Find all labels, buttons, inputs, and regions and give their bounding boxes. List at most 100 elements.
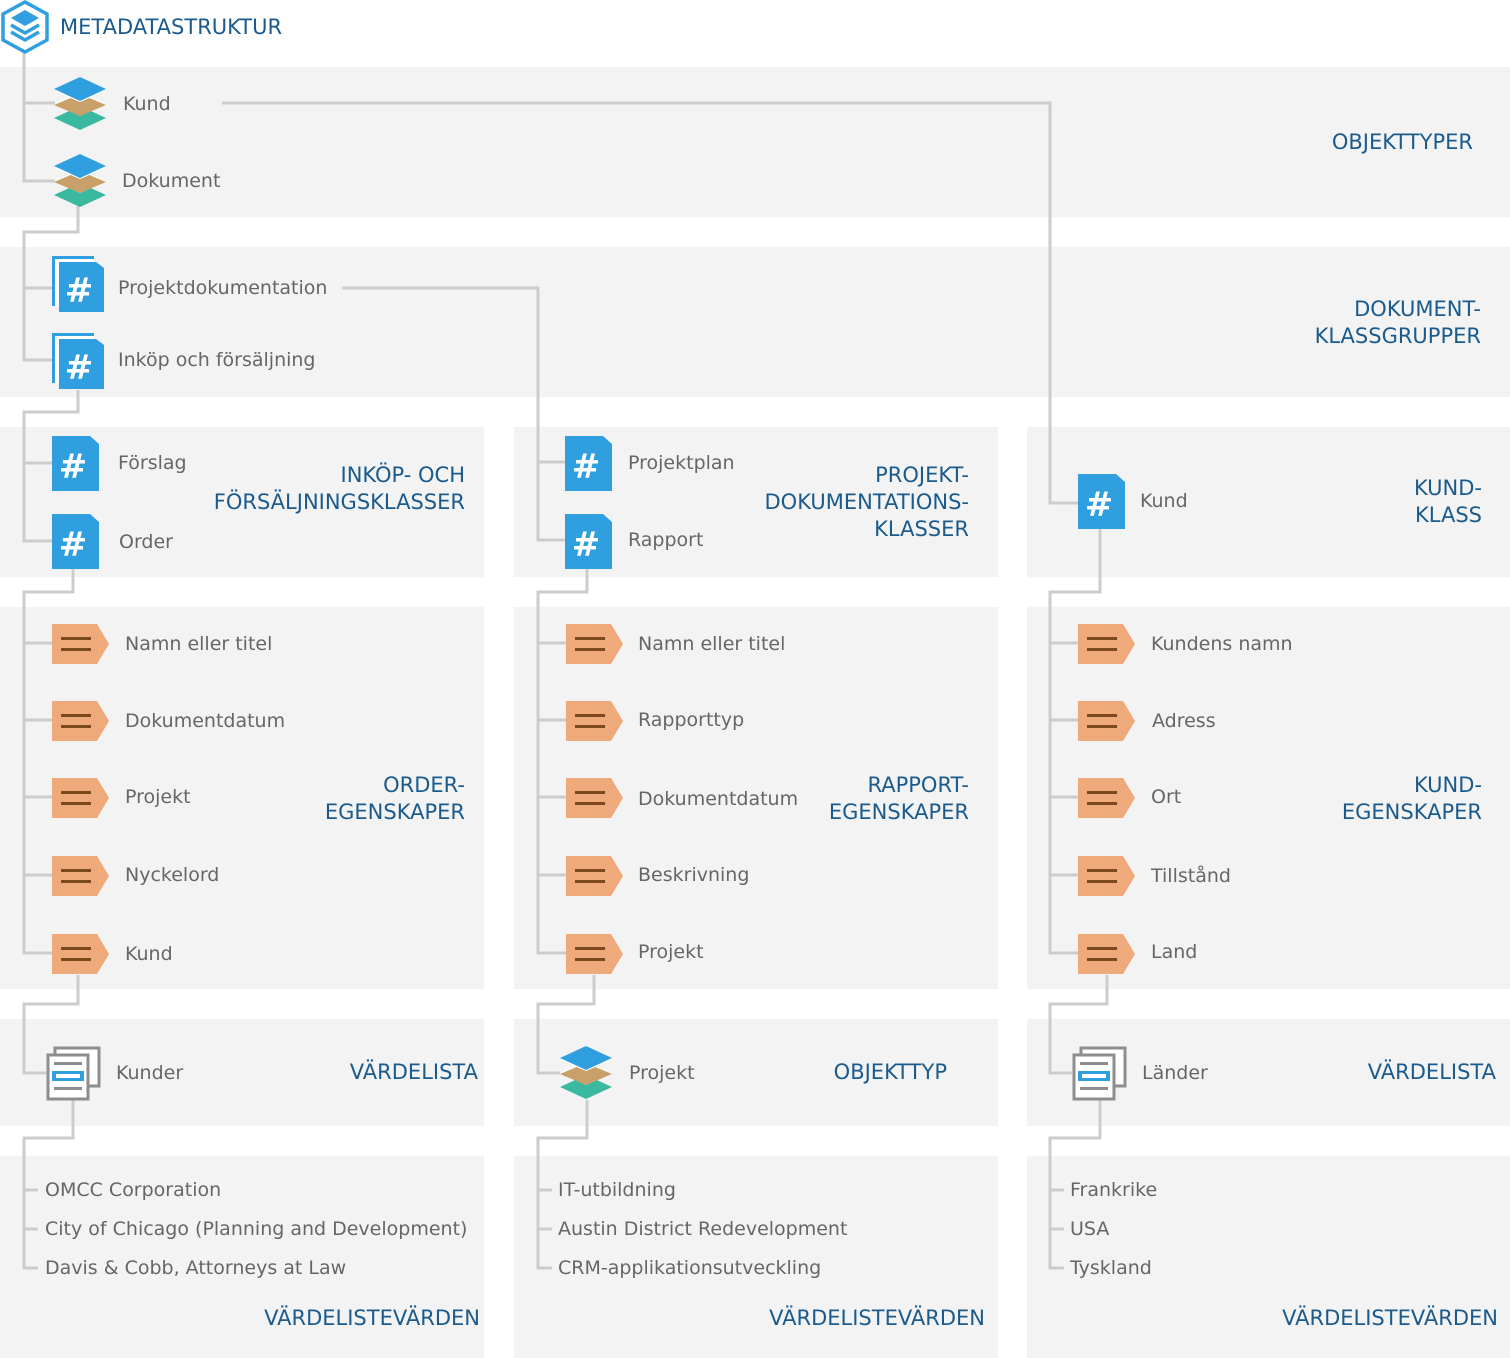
property-tag-icon	[52, 778, 109, 818]
doc-class-groups-heading: DOKUMENT- KLASSGRUPPER	[1315, 296, 1481, 350]
value-item[interactable]: Davis & Cobb, Attorneys at Law	[45, 1257, 347, 1279]
property-tag-icon	[1078, 778, 1135, 818]
heading-line: KLASSER	[874, 517, 969, 541]
svg-text:#: #	[59, 525, 88, 565]
layers-stack-icon	[560, 1046, 612, 1099]
svg-text:#: #	[59, 447, 88, 487]
hash-icon: #	[52, 436, 99, 491]
property-tag-icon	[1078, 856, 1135, 896]
list-heading-1: VÄRDELISTA	[349, 1060, 478, 1084]
hash-icon: #	[565, 514, 612, 569]
property-tag-icon	[566, 856, 623, 896]
value-item[interactable]: City of Chicago (Planning and Developmen…	[45, 1218, 468, 1240]
heading-line: INKÖP- OCH	[340, 463, 466, 487]
heading-line: KUND-	[1413, 773, 1482, 797]
property-item[interactable]: Namn eller titel	[638, 633, 786, 655]
heading-line: DOKUMENTATIONS-	[764, 490, 969, 514]
hash-icon: #	[1078, 474, 1125, 529]
property-tag-icon	[566, 934, 623, 974]
heading-line: DOKUMENT-	[1354, 297, 1481, 321]
property-item[interactable]: Tillstånd	[1151, 865, 1231, 887]
list-heading-2: OBJEKTTYP	[833, 1060, 947, 1084]
value-item[interactable]: IT-utbildning	[558, 1179, 676, 1201]
class-order[interactable]: Order	[119, 531, 173, 553]
value-item[interactable]: OMCC Corporation	[45, 1179, 222, 1201]
classes-heading-2: PROJEKT- DOKUMENTATIONS- KLASSER	[765, 462, 969, 543]
object-types-heading: OBJEKTTYPER	[1331, 130, 1473, 154]
panel-values-1	[0, 1156, 484, 1358]
value-item[interactable]: Frankrike	[1070, 1179, 1158, 1201]
class-projektplan[interactable]: Projektplan	[628, 452, 735, 474]
value-item[interactable]: Tyskland	[1070, 1257, 1152, 1279]
hash-icon: #	[565, 436, 612, 491]
layers-stack-icon	[54, 154, 106, 207]
hash-icon: #	[52, 514, 99, 569]
property-tag-icon	[52, 856, 109, 896]
property-tag-icon	[1078, 934, 1135, 974]
value-list-icon	[1072, 1046, 1127, 1101]
value-list-icon	[46, 1046, 101, 1101]
class-forslag[interactable]: Förslag	[118, 452, 187, 474]
panel-values-2	[514, 1156, 998, 1358]
heading-line: EGENSKAPER	[324, 800, 465, 824]
heading-line: KLASSGRUPPER	[1314, 324, 1481, 348]
heading-line: FÖRSÄLJNINGSKLASSER	[213, 490, 465, 514]
heading-line: ORDER-	[383, 773, 465, 797]
heading-line: EGENSKAPER	[828, 800, 969, 824]
value-list-kunder[interactable]: Kunder	[116, 1062, 184, 1084]
property-tag-icon	[566, 778, 623, 818]
property-item[interactable]: Rapporttyp	[638, 709, 745, 731]
props-heading-1: ORDER- EGENSKAPER	[325, 772, 465, 826]
svg-text:#: #	[572, 447, 601, 487]
value-item[interactable]: USA	[1070, 1218, 1110, 1240]
property-item[interactable]: Kundens namn	[1151, 633, 1293, 655]
values-heading-3: VÄRDELISTEVÄRDEN	[1282, 1306, 1498, 1330]
property-item[interactable]: Beskrivning	[638, 864, 750, 886]
heading-line: EGENSKAPER	[1341, 800, 1482, 824]
svg-text:#: #	[65, 271, 94, 311]
property-item[interactable]: Adress	[1152, 710, 1216, 732]
hash-stack-icon: #	[52, 256, 104, 312]
property-item[interactable]: Ort	[1151, 786, 1182, 808]
classes-heading-1: INKÖP- OCH FÖRSÄLJNINGSKLASSER	[214, 462, 465, 516]
class-group-projektdokumentation[interactable]: Projektdokumentation	[118, 277, 328, 299]
property-tag-icon	[566, 624, 623, 664]
list-heading-3: VÄRDELISTA	[1367, 1060, 1496, 1084]
object-type-projekt[interactable]: Projekt	[629, 1062, 695, 1084]
object-type-kund[interactable]: Kund	[123, 93, 171, 115]
props-heading-2: RAPPORT- EGENSKAPER	[829, 772, 969, 826]
property-tag-icon	[1078, 624, 1135, 664]
property-tag-icon	[52, 934, 109, 974]
property-tag-icon	[52, 701, 109, 741]
property-item[interactable]: Namn eller titel	[125, 633, 273, 655]
property-item[interactable]: Nyckelord	[125, 864, 220, 886]
panel-doc-class-groups	[0, 247, 1510, 397]
property-item[interactable]: Projekt	[125, 786, 191, 808]
object-type-dokument[interactable]: Dokument	[122, 170, 221, 192]
property-item[interactable]: Projekt	[638, 941, 704, 963]
diagram-title: METADATASTRUKTUR	[60, 15, 283, 39]
property-item[interactable]: Land	[1151, 941, 1198, 963]
panel-object-types	[0, 67, 1510, 217]
hash-stack-icon: #	[52, 333, 104, 389]
property-item[interactable]: Dokumentdatum	[125, 710, 286, 732]
property-item[interactable]: Kund	[125, 943, 173, 965]
heading-line: RAPPORT-	[867, 773, 969, 797]
value-item[interactable]: CRM-applikationsutveckling	[558, 1257, 822, 1279]
props-heading-3: KUND- EGENSKAPER	[1342, 772, 1482, 826]
svg-text:#: #	[572, 525, 601, 565]
heading-line: KUND-	[1413, 476, 1482, 500]
classes-heading-3: KUND- KLASS	[1414, 475, 1482, 529]
class-group-inkop[interactable]: Inköp och försäljning	[118, 349, 316, 371]
svg-text:#: #	[1085, 485, 1114, 525]
class-kund[interactable]: Kund	[1140, 490, 1188, 512]
property-tag-icon	[52, 624, 109, 664]
values-heading-1: VÄRDELISTEVÄRDEN	[264, 1306, 480, 1330]
property-item[interactable]: Dokumentdatum	[638, 788, 799, 810]
class-rapport[interactable]: Rapport	[628, 529, 704, 551]
value-item[interactable]: Austin District Redevelopment	[558, 1218, 848, 1240]
layers-hexagon-icon	[1, 0, 49, 54]
heading-line: KLASS	[1415, 503, 1482, 527]
value-list-lander[interactable]: Länder	[1142, 1062, 1208, 1084]
